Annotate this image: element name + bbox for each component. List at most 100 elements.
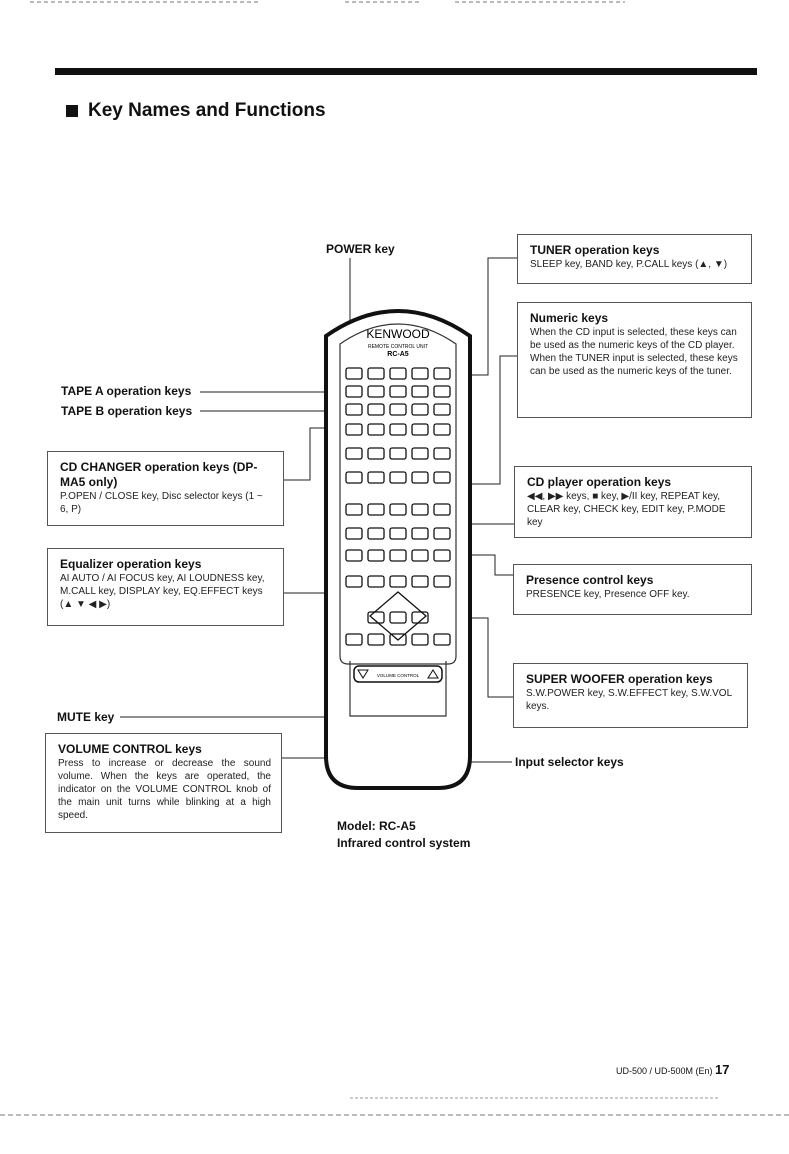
super-woofer-body: S.W.POWER key, S.W.EFFECT key, S.W.VOL k… (526, 688, 732, 712)
remote-key (367, 447, 385, 460)
remote-key (367, 471, 385, 484)
remote-key (411, 471, 429, 484)
equalizer-box: Equalizer operation keys AI AUTO / AI FO… (47, 548, 284, 626)
tape-b-label: TAPE B operation keys (61, 404, 193, 418)
page-number: 17 (715, 1062, 730, 1077)
remote-volume-label: VOLUME CONTROL (377, 673, 420, 678)
cd-changer-box: CD CHANGER operation keys (DP-MA5 only) … (47, 451, 284, 526)
volume-body: Press to increase or decrease the sound … (58, 758, 271, 821)
remote-key (411, 633, 429, 646)
remote-key (389, 385, 407, 398)
remote-key (367, 385, 385, 398)
remote-key (345, 385, 363, 398)
volume-control-box: VOLUME CONTROL keys Press to increase or… (45, 733, 282, 833)
square-bullet-icon (66, 105, 78, 117)
mute-key-label: MUTE key (57, 710, 115, 724)
footer-text: UD-500 / UD-500M (En) (616, 1066, 713, 1076)
remote-key (367, 527, 385, 540)
equalizer-body: AI AUTO / AI FOCUS key, AI LOUDNESS key,… (60, 573, 265, 610)
power-key-label: POWER key (326, 242, 395, 256)
tuner-box: TUNER operation keys SLEEP key, BAND key… (517, 234, 752, 284)
remote-key (345, 447, 363, 460)
bottom-dashed-border (0, 1097, 789, 1116)
remote-key (411, 367, 429, 380)
remote-key (433, 549, 451, 562)
tape-a-label: TAPE A operation keys (61, 384, 192, 398)
remote-key (433, 575, 451, 588)
cd-changer-title: CD CHANGER operation keys (DP-MA5 only) (60, 460, 258, 489)
remote-key (389, 611, 407, 624)
remote-key (433, 633, 451, 646)
remote-model: RC-A5 (387, 351, 408, 358)
remote-key (411, 549, 429, 562)
remote-key (433, 527, 451, 540)
remote-key (411, 385, 429, 398)
remote-key (345, 527, 363, 540)
remote-key (345, 633, 363, 646)
remote-key (345, 549, 363, 562)
remote-key (345, 367, 363, 380)
super-woofer-title: SUPER WOOFER operation keys (526, 672, 713, 686)
cd-player-title: CD player operation keys (527, 475, 672, 489)
remote-key (389, 367, 407, 380)
remote-key (411, 503, 429, 516)
remote-key (367, 423, 385, 436)
remote-key (433, 367, 451, 380)
remote-key (411, 527, 429, 540)
remote-key (389, 503, 407, 516)
remote-key (367, 367, 385, 380)
top-dashed-border (30, 1, 625, 3)
remote-key (367, 503, 385, 516)
remote-key (345, 403, 363, 416)
remote-key (389, 403, 407, 416)
remote-key (389, 447, 407, 460)
remote-key (433, 423, 451, 436)
remote-brand: KENWOOD (366, 327, 430, 341)
presence-body: PRESENCE key, Presence OFF key. (526, 589, 690, 600)
remote-key (433, 503, 451, 516)
remote-key (367, 633, 385, 646)
model-system: Infrared control system (337, 836, 471, 850)
cd-player-body: ◀◀, ▶▶ keys, ■ key, ▶/II key, REPEAT key… (527, 491, 726, 528)
remote-key (433, 403, 451, 416)
remote-key (367, 575, 385, 588)
remote-key (411, 423, 429, 436)
remote-key (411, 403, 429, 416)
remote-key (367, 403, 385, 416)
remote-key (433, 471, 451, 484)
volume-title: VOLUME CONTROL keys (58, 742, 202, 756)
tuner-body: SLEEP key, BAND key, P.CALL keys (▲, ▼) (530, 259, 728, 270)
page-heading: Key Names and Functions (66, 100, 326, 122)
equalizer-title: Equalizer operation keys (60, 557, 202, 571)
input-selector-label: Input selector keys (515, 755, 624, 769)
remote-key (389, 471, 407, 484)
presence-box: Presence control keys PRESENCE key, Pres… (513, 564, 752, 615)
cd-changer-body: P.OPEN / CLOSE key, Disc selector keys (… (60, 491, 263, 515)
remote-key (411, 447, 429, 460)
remote-key (433, 447, 451, 460)
remote-key (345, 575, 363, 588)
remote-key (367, 549, 385, 562)
cd-player-box: CD player operation keys ◀◀, ▶▶ keys, ■ … (514, 466, 752, 538)
model-name: Model: RC-A5 (337, 819, 416, 833)
remote-subtitle: REMOTE CONTROL UNIT (368, 344, 428, 350)
remote-key (433, 385, 451, 398)
remote-key (389, 527, 407, 540)
remote-key (345, 471, 363, 484)
header-rule (55, 68, 757, 75)
eq-effect-dpad (369, 591, 427, 641)
numeric-title: Numeric keys (530, 311, 609, 325)
remote-key (345, 423, 363, 436)
model-caption: Model: RC-A5 Infrared control system (337, 818, 470, 852)
remote-key (389, 549, 407, 562)
tuner-title: TUNER operation keys (530, 243, 660, 257)
remote-key (389, 423, 407, 436)
remote-key (411, 575, 429, 588)
page-footer: UD-500 / UD-500M (En) 17 (616, 1062, 730, 1077)
heading-text: Key Names and Functions (88, 100, 326, 121)
numeric-body: When the CD input is selected, these key… (530, 327, 738, 377)
numeric-box: Numeric keys When the CD input is select… (517, 302, 752, 418)
remote-illustration: KENWOOD REMOTE CONTROL UNIT RC-A5 VOLUME… (324, 309, 472, 790)
presence-title: Presence control keys (526, 573, 654, 587)
remote-key (389, 575, 407, 588)
